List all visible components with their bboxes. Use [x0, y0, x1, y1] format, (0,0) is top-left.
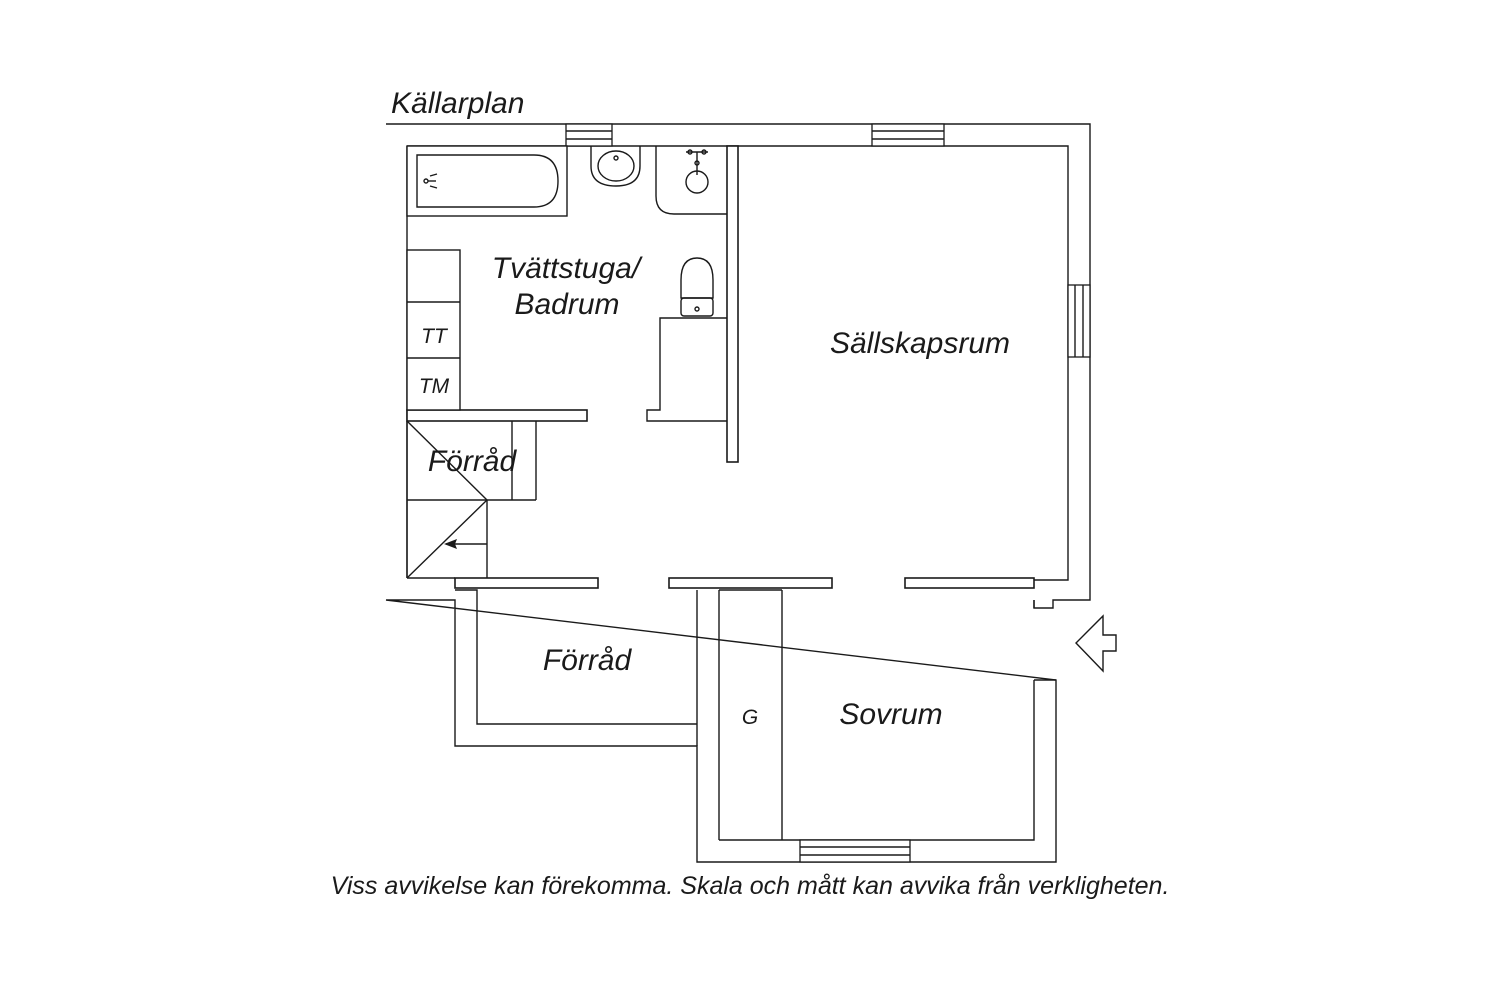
disclaimer-text: Viss avvikelse kan förekomma. Skala och …	[331, 872, 1170, 900]
room-label-laundry-line1: Tvättstuga/	[492, 252, 643, 285]
windows	[565, 123, 1091, 863]
toilet-icon	[680, 257, 714, 317]
entrance-arrow-icon	[1075, 614, 1117, 673]
wardrobe	[719, 589, 783, 840]
room-label-storage-lower: Förråd	[543, 644, 633, 677]
window-top-left	[565, 123, 613, 147]
wall-above-stair	[406, 409, 588, 422]
window-right	[1067, 284, 1091, 358]
interior-walls	[406, 145, 1035, 589]
wall-seg-lower-right	[904, 577, 1035, 589]
staircase	[406, 420, 537, 579]
room-label-storage-stair: Förråd	[428, 445, 518, 478]
inner-wall-outline	[407, 145, 1069, 841]
window-bottom	[799, 839, 911, 863]
room-label-bedroom: Sovrum	[839, 698, 942, 731]
sink-icon	[590, 146, 641, 187]
stair-arrow-icon	[444, 539, 457, 549]
wardrobe-label: G	[742, 706, 758, 729]
appliance-label-dryer: TT	[421, 325, 449, 348]
bathtub-basin	[416, 154, 559, 208]
appliance-label-washer: TM	[419, 375, 450, 398]
wall-bath-living	[726, 145, 739, 463]
appliance-column	[406, 249, 461, 411]
window-top-right	[871, 123, 945, 147]
shower-corner-icon	[655, 146, 727, 215]
room-label-laundry-line2: Badrum	[514, 288, 619, 321]
wall-seg-lower-left	[454, 577, 599, 589]
shower-head-icon	[423, 173, 438, 189]
wall-seg-lower-mid	[668, 577, 833, 589]
appliance-frame	[406, 249, 461, 411]
bathroom-fixtures	[406, 145, 727, 317]
room-label-living: Sällskapsrum	[830, 327, 1010, 360]
plan-title: Källarplan	[391, 87, 524, 120]
wall-stepped	[646, 317, 727, 422]
